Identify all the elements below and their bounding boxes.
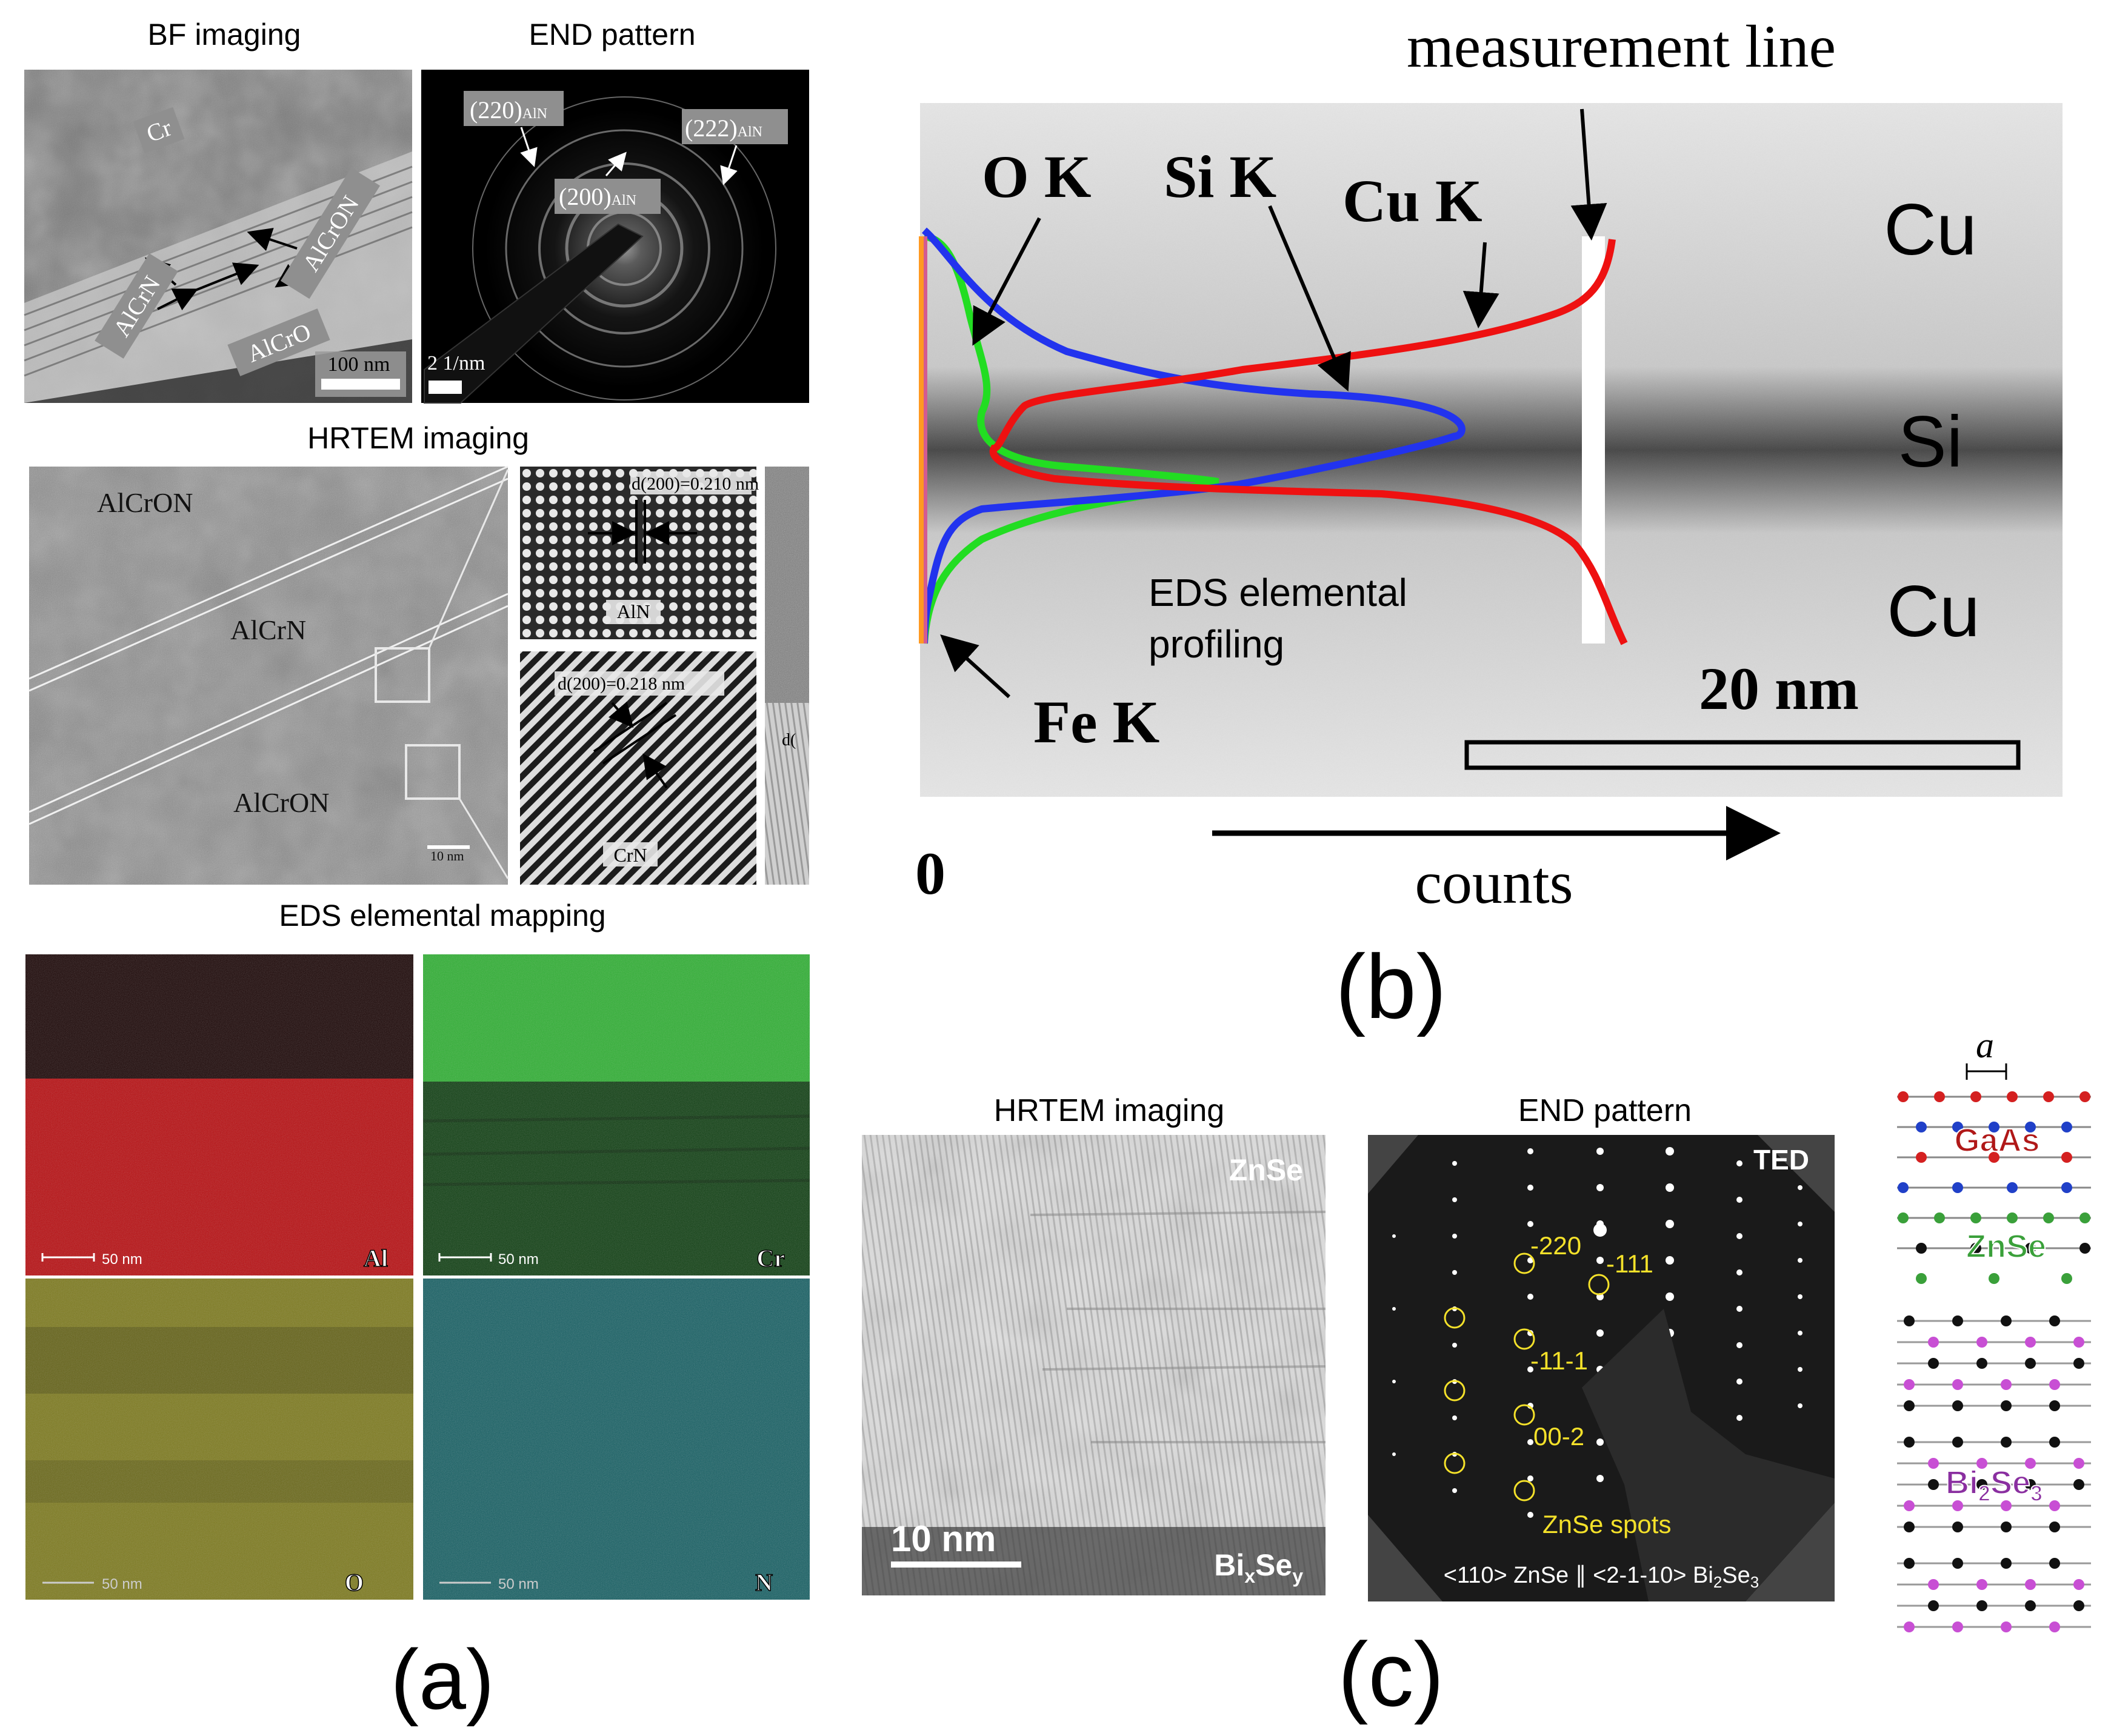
end-pattern-image-a: (220)AlN (222)AlN (200)AlN 2 1/nm	[421, 70, 809, 404]
end-pattern-title-c: END pattern	[1518, 1093, 1692, 1128]
hrtem-inset-crn: d(200)=0.218 nm CrN	[520, 651, 756, 885]
bf-scalebar	[321, 379, 400, 390]
curve-si-k	[921, 227, 1466, 644]
axis-zero: 0	[915, 840, 945, 907]
label-bi2se3: Bi2Se3	[1946, 1465, 2043, 1506]
label-cu-k: Cu K	[1342, 167, 1482, 234]
hrtem-title-a: HRTEM imaging	[307, 421, 529, 455]
eds-o-scalebar: 50 nm	[102, 1576, 142, 1592]
hrtem-c-scalebar	[891, 1561, 1021, 1568]
hrtem-roi-1	[375, 647, 430, 703]
inset-crn-d: d(200)=0.218 nm	[558, 674, 685, 694]
end-scalebar-a	[429, 381, 462, 394]
svg-text:(200)AlN: (200)AlN	[559, 183, 636, 210]
eds-al-label: Al	[364, 1245, 388, 1272]
lattice-param-a: a	[1976, 1025, 1994, 1065]
caption-b: (b)	[1335, 936, 1446, 1037]
end-pattern-title-a: END pattern	[529, 18, 695, 52]
inset-aln-phase: AlN	[616, 600, 650, 622]
ted-label: TED	[1753, 1144, 1809, 1176]
eds-cr-scalebar: 50 nm	[498, 1251, 539, 1268]
bf-image: Cr AlCrON AlCrN AlCrO 100 nm	[24, 70, 413, 403]
eds-o-label: O	[345, 1569, 364, 1596]
label-fe-k: Fe K	[1033, 688, 1159, 756]
curve-cu-k	[989, 239, 1628, 645]
eds-cr-label: Cr	[756, 1245, 785, 1272]
caption-c: (c)	[1338, 1623, 1444, 1725]
hrtem-layer-top: AlCrON	[97, 487, 193, 518]
end-ring-200: (200)	[559, 183, 612, 210]
caption-a: (a)	[390, 1632, 494, 1727]
hrtem-c-znse: ZnSe	[1229, 1153, 1303, 1187]
bf-imaging-title: BF imaging	[148, 18, 301, 52]
scalebar-label-b: 20 nm	[1699, 655, 1859, 722]
panel-c: HRTEM imaging ZnSe BixSey 10 nm END patt…	[862, 1025, 2091, 1725]
layer-cu-top: Cu	[1884, 189, 1976, 270]
inset-aln-d: d(200)=0.210 nm	[632, 474, 759, 494]
eds-map-cr: 50 nm Cr	[422, 954, 810, 1275]
eds-n-scalebar: 50 nm	[498, 1576, 539, 1592]
eds-profile-image: O K Si K Cu K Fe K Cu Si Cu EDS elementa…	[919, 103, 2063, 797]
hrtem-c-scalebar-label: 10 nm	[891, 1518, 996, 1559]
eds-mapping-title: EDS elemental mapping	[279, 899, 605, 933]
panel-a: BF imaging	[24, 18, 810, 1727]
svg-text:(220)AlN: (220)AlN	[470, 96, 547, 124]
label-si-k: Si K	[1164, 143, 1276, 210]
spot-220: -220	[1530, 1231, 1581, 1260]
hrtem-image-c: ZnSe BixSey 10 nm	[862, 1135, 1326, 1595]
side-strip-label: d(	[782, 731, 796, 750]
eds-map-n: 50 nm N	[423, 1279, 810, 1600]
bf-scalebar-label: 100 nm	[328, 353, 390, 376]
inset-crn-phase: CrN	[613, 844, 647, 866]
eds-map-o: 50 nm O	[25, 1279, 413, 1600]
orientation-relation: <110> ZnSe ∥ <2-1-10> Bi2Se3	[1444, 1563, 1759, 1591]
hrtem-title-c: HRTEM imaging	[994, 1093, 1224, 1128]
spot-11-1: -11-1	[1530, 1346, 1588, 1375]
eds-profiling-line2: profiling	[1149, 622, 1284, 666]
znse-spots-legend: ZnSe spots	[1542, 1510, 1671, 1538]
eds-map-al: 50 nm Al	[25, 954, 413, 1275]
hrtem-image-a: AlCrON AlCrN AlCrON 10 nm	[28, 465, 509, 885]
eds-n-label: N	[755, 1569, 773, 1596]
hrtem-roi-2	[405, 744, 461, 800]
end-ring-222: (222)	[685, 115, 738, 142]
hrtem-layer-bottom: AlCrON	[233, 787, 329, 818]
label-o-k: O K	[982, 143, 1092, 210]
spot-00-2: 00-2	[1533, 1422, 1584, 1451]
scalebar-b	[1464, 740, 2021, 770]
axis-label-counts: counts	[1415, 849, 1573, 916]
layer-cu-bottom: Cu	[1887, 571, 1979, 652]
hrtem-c-bixsey: BixSey	[1214, 1548, 1303, 1587]
layer-si: Si	[1898, 401, 1963, 482]
spot-111: -111	[1606, 1249, 1653, 1278]
hrtem-layer-middle: AlCrN	[230, 614, 306, 645]
measurement-line-label: measurement line	[1407, 13, 1836, 80]
svg-text:(222)AlN: (222)AlN	[685, 115, 762, 142]
end-ring-220: (220)	[470, 96, 522, 124]
hrtem-scalebar-label: 10 nm	[430, 848, 464, 863]
label-gaas: GaAs	[1954, 1122, 2039, 1159]
crystal-structure: a	[1897, 1025, 2091, 1632]
hrtem-side-strip: d(	[765, 467, 809, 885]
end-pattern-image-c: TED -220 -111 -11-1 00-2 ZnSe spots <110…	[1368, 1135, 1835, 1601]
panel-b: measurement line O K Si K Cu K Fe K	[915, 13, 2063, 1037]
end-scalebar-label-a: 2 1/nm	[427, 352, 485, 374]
label-znse: ZnSe	[1966, 1228, 2046, 1265]
hrtem-inset-aln: d(200)=0.210 nm AlN	[520, 467, 759, 639]
eds-profiling-line1: EDS elemental	[1149, 571, 1407, 614]
eds-al-scalebar: 50 nm	[102, 1251, 142, 1268]
